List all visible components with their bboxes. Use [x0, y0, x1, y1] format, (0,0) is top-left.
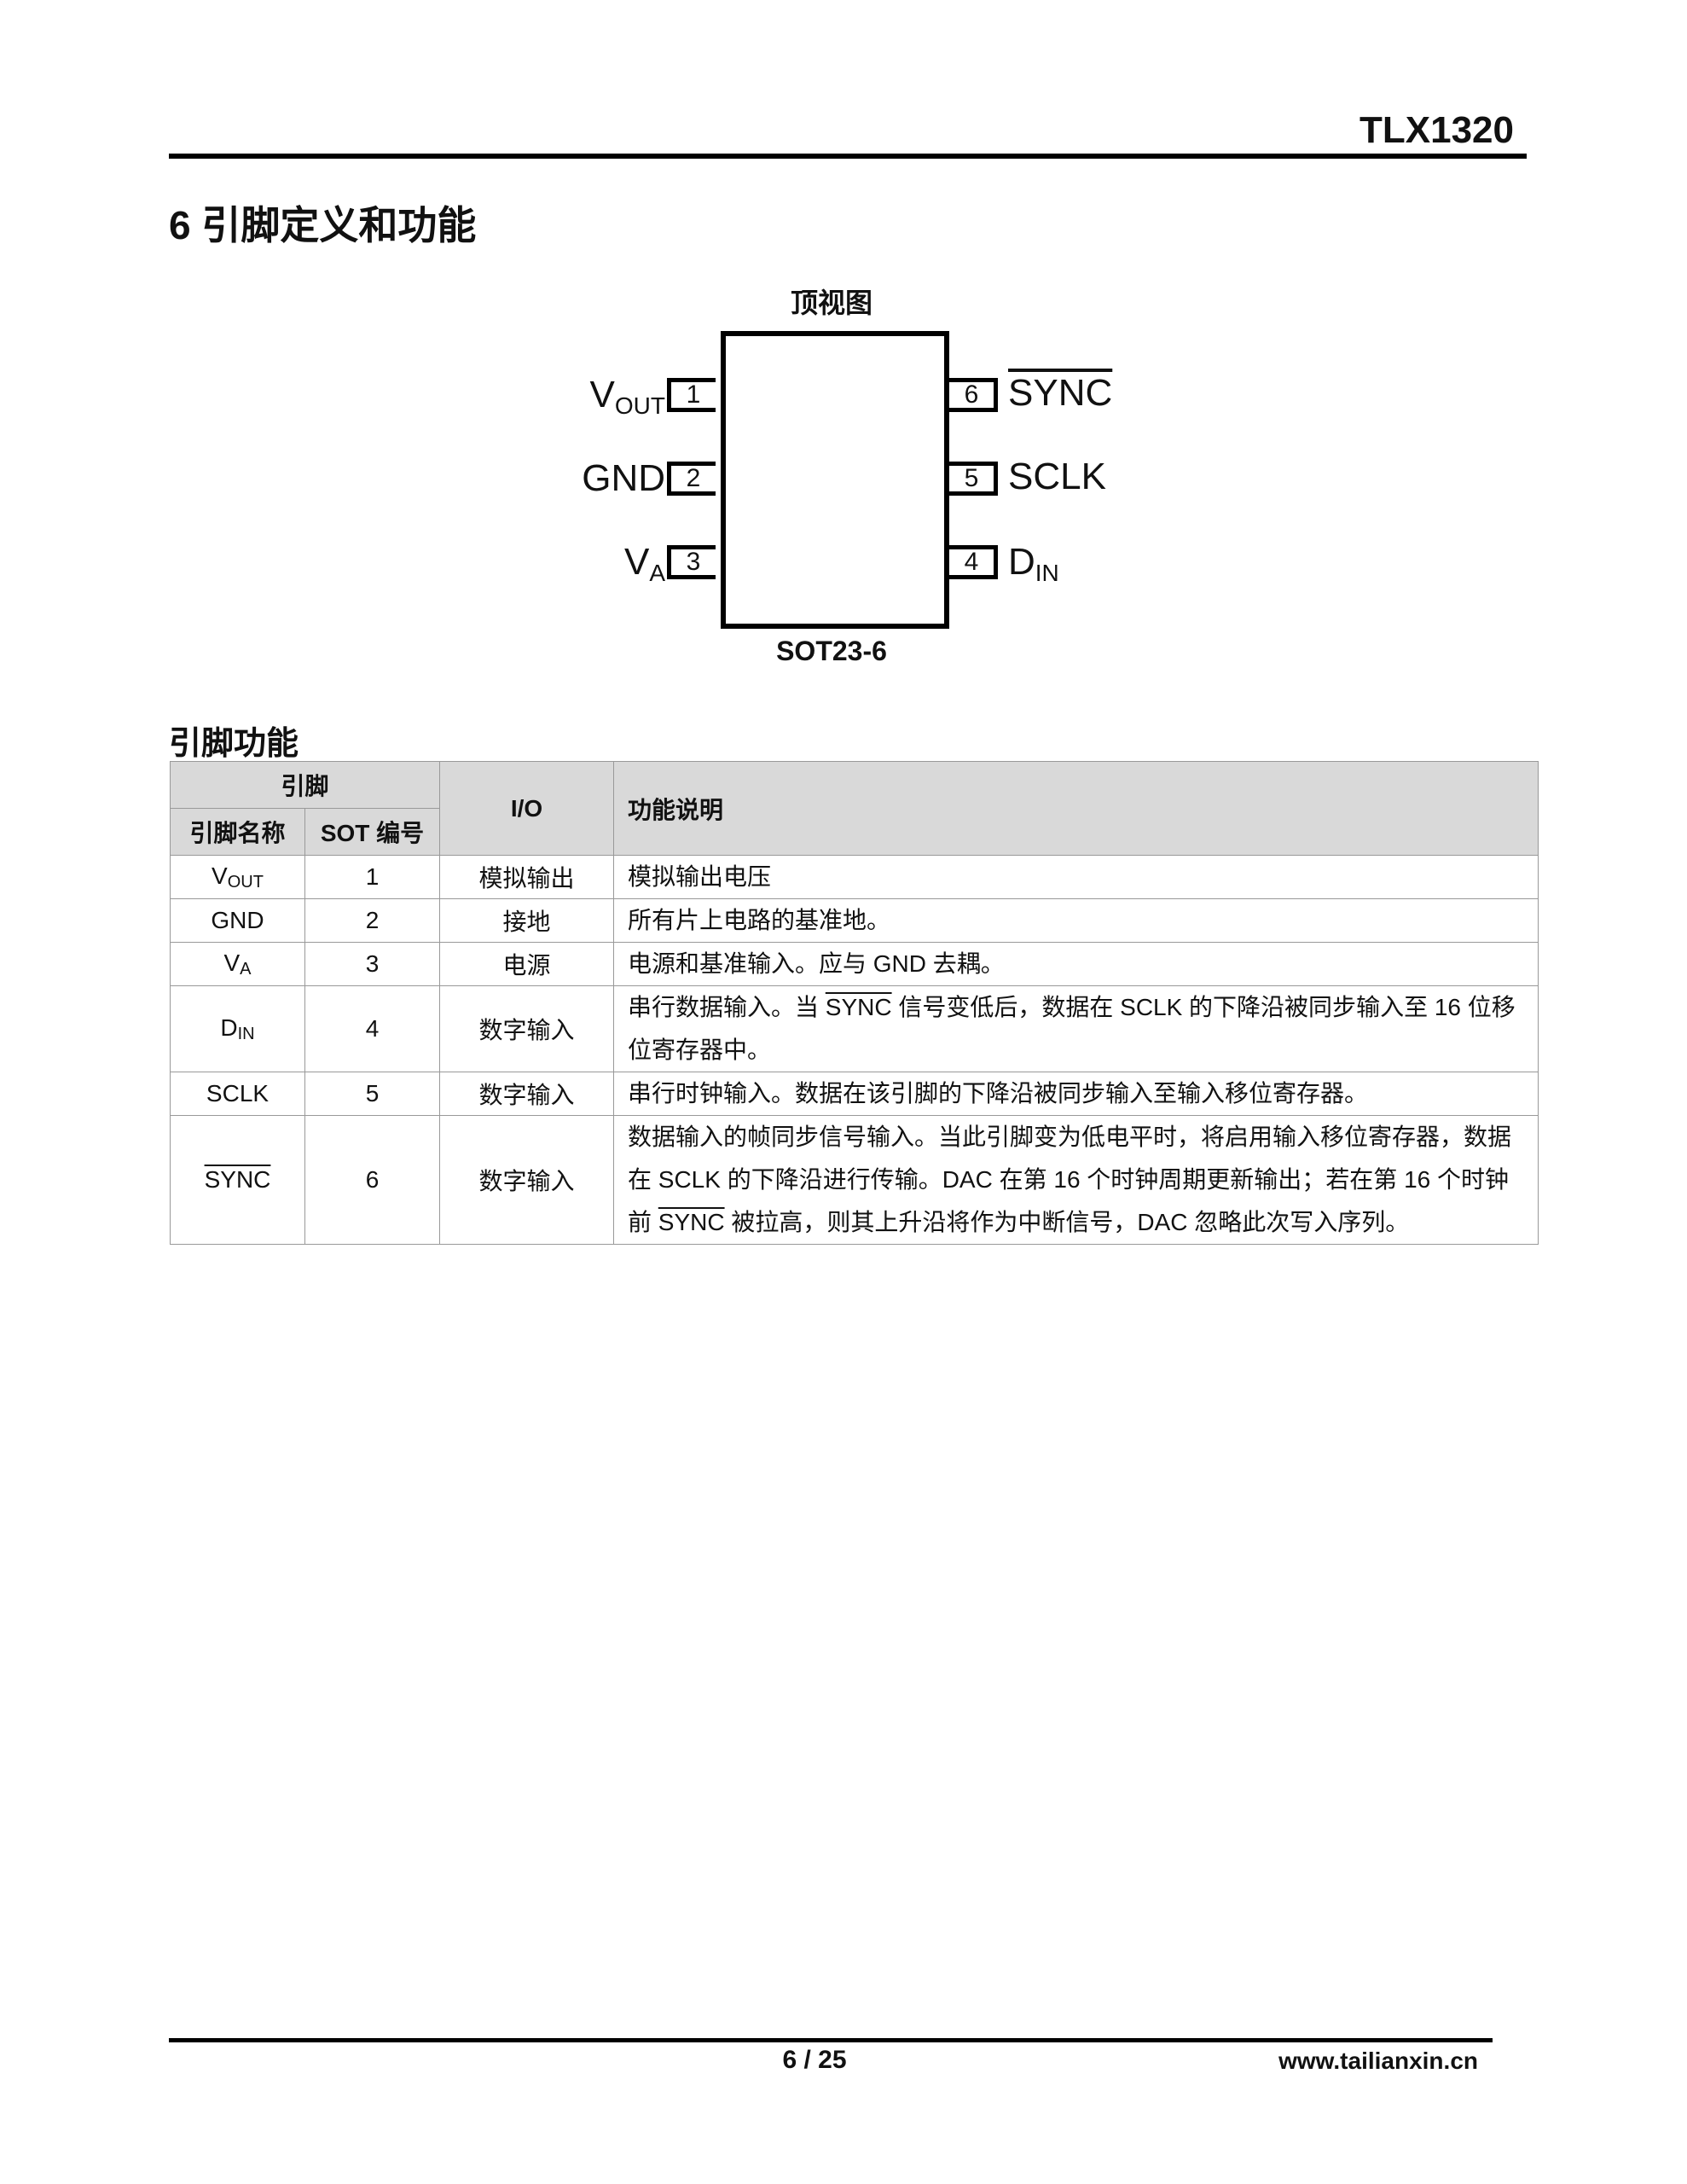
pin-label-gnd: GND — [582, 457, 665, 499]
pin-5-box: 5 — [949, 462, 998, 496]
header-sot-number: SOT 编号 — [304, 808, 440, 856]
pin-2-box: 2 — [667, 462, 716, 496]
description-cell: 数据输入的帧同步信号输入。当此引脚变为低电平时，将启用输入移位寄存器，数据在 S… — [613, 1115, 1539, 1245]
description-cell: 串行时钟输入。数据在该引脚的下降沿被同步输入至输入移位寄存器。 — [613, 1072, 1539, 1116]
sync-overline-text: SYNC — [658, 1209, 725, 1235]
pin-6-box: 6 — [949, 378, 998, 412]
pin-subscript: OUT — [614, 392, 665, 419]
pin-4-box: 4 — [949, 545, 998, 579]
pin-label-vout: VOUT — [590, 374, 665, 427]
pin-subscript: A — [240, 959, 252, 979]
desc-text: 数据输入的帧同步信号输入。当此引脚变为低电平时，将启用输入移位寄存器，数据在 S… — [628, 1124, 1512, 1235]
pin-subscript: A — [649, 560, 665, 586]
pin-number-cell: 5 — [304, 1072, 440, 1116]
table-row: SCLK 5 数字输入 串行时钟输入。数据在该引脚的下降沿被同步输入至输入移位寄… — [170, 1072, 1539, 1116]
pin-3-box: 3 — [667, 545, 716, 579]
pin-name: D — [1008, 541, 1035, 583]
pin-name: V — [212, 862, 228, 889]
pin-name-cell: VOUT — [170, 855, 305, 899]
table-row: DIN 4 数字输入 串行数据输入。当 SYNC 信号变低后，数据在 SCLK … — [170, 985, 1539, 1072]
pin-number-cell: 4 — [304, 985, 440, 1072]
pin-name: V — [223, 949, 241, 976]
pin-name-cell: GND — [170, 898, 305, 943]
description-cell: 串行数据输入。当 SYNC 信号变低后，数据在 SCLK 的下降沿被同步输入至 … — [613, 985, 1539, 1072]
table-row: VA 3 电源 电源和基准输入。应与 GND 去耦。 — [170, 942, 1539, 986]
io-cell: 数字输入 — [439, 1072, 614, 1116]
pin-number-cell: 2 — [304, 898, 440, 943]
pin-name: D — [220, 1014, 238, 1041]
desc-text: 串行数据输入。当 — [628, 994, 826, 1020]
pin-name-cell: VA — [170, 942, 305, 986]
io-cell: 数字输入 — [439, 1115, 614, 1245]
sync-overline-text: SYNC — [825, 994, 892, 1020]
desc-text: 信号变低后，数据在 SCLK 的下降沿被同步输入至 16 位移位寄存器中。 — [628, 994, 1516, 1063]
table-row: SYNC 6 数字输入 数据输入的帧同步信号输入。当此引脚变为低电平时，将启用输… — [170, 1115, 1539, 1245]
description-cell: 所有片上电路的基准地。 — [613, 898, 1539, 943]
footer-rule — [169, 2038, 1493, 2042]
pin-subscript: IN — [1035, 560, 1059, 586]
pin-label-din: DIN — [1008, 541, 1059, 595]
pin-number-cell: 6 — [304, 1115, 440, 1245]
document-id: TLX1320 — [1359, 109, 1514, 151]
package-label: SOT23-6 — [776, 636, 887, 666]
table-row: VOUT 1 模拟输出 模拟输出电压 — [170, 855, 1539, 899]
pin-name: V — [589, 374, 615, 415]
pin-label-sclk: SCLK — [1008, 456, 1106, 497]
pin-label-va: VA — [624, 541, 665, 595]
io-cell: 数字输入 — [439, 985, 614, 1072]
pin-subscript: IN — [237, 1024, 255, 1043]
pin-number-cell: 1 — [304, 855, 440, 899]
website-link[interactable]: www.tailianxin.cn — [1278, 2048, 1478, 2074]
pin-function-table: 引脚 I/O 功能说明 引脚名称 SOT 编号 VOUT 1 模拟输出 模拟输出… — [170, 761, 1539, 1245]
section-title: 6 引脚定义和功能 — [169, 203, 477, 247]
header-description: 功能说明 — [613, 761, 1539, 856]
io-cell: 接地 — [439, 898, 614, 943]
pin-name-cell: SCLK — [170, 1072, 305, 1116]
io-cell: 模拟输出 — [439, 855, 614, 899]
pin-label-sync: SYNC — [1008, 372, 1113, 414]
view-title: 顶视图 — [790, 288, 872, 318]
header-rule — [169, 154, 1527, 159]
pin-number-cell: 3 — [304, 942, 440, 986]
desc-text: 被拉高，则其上升沿将作为中断信号，DAC 忽略此次写入序列。 — [724, 1209, 1410, 1235]
pin-name: V — [623, 541, 650, 583]
pin-subscript: OUT — [227, 872, 264, 892]
pin-1-box: 1 — [667, 378, 716, 412]
pin-name-cell: DIN — [170, 985, 305, 1072]
chip-body — [721, 331, 949, 629]
header-pin-group: 引脚 — [170, 761, 440, 809]
description-cell: 模拟输出电压 — [613, 855, 1539, 899]
pin-name-cell: SYNC — [170, 1115, 305, 1245]
table-row: GND 2 接地 所有片上电路的基准地。 — [170, 898, 1539, 943]
header-io: I/O — [439, 761, 614, 856]
description-cell: 电源和基准输入。应与 GND 去耦。 — [613, 942, 1539, 986]
page-number: 6 / 25 — [782, 2046, 847, 2074]
header-pin-name: 引脚名称 — [170, 808, 305, 856]
table-title: 引脚功能 — [169, 726, 299, 762]
io-cell: 电源 — [439, 942, 614, 986]
